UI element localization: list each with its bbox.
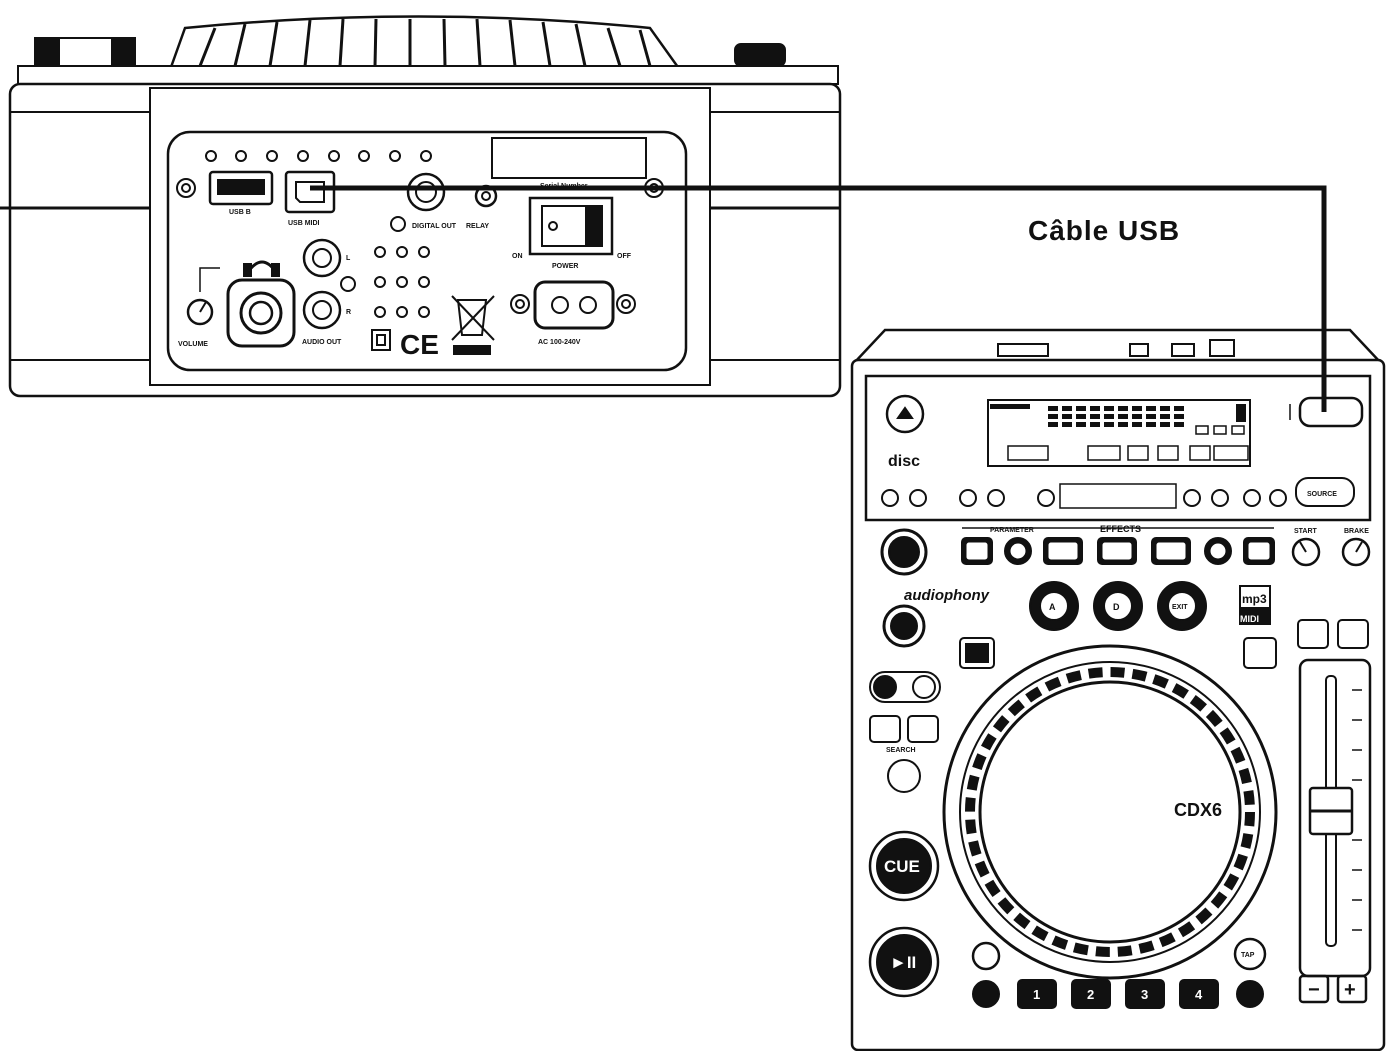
- front-panel-unit: [850, 328, 1386, 1051]
- left-channel-label: L: [346, 255, 351, 262]
- start-label: START: [1294, 528, 1318, 535]
- hotcue-2-label: 2: [1087, 987, 1094, 1002]
- off-label: OFF: [617, 253, 632, 260]
- usb-cable: [310, 185, 1327, 412]
- hotcue-1-label: 1: [1033, 987, 1040, 1002]
- right-channel-label: R: [346, 309, 351, 316]
- usb-midi-label: USB MIDI: [288, 220, 320, 227]
- knob-a-label: A: [1049, 602, 1056, 612]
- tap-label: TAP: [1241, 952, 1255, 959]
- pitch-plus-label: +: [1344, 979, 1356, 1001]
- search-label: SEARCH: [886, 747, 916, 754]
- effects-label: EFFECTS: [1100, 524, 1141, 534]
- front-panel-labels: disc audiophony CDX6 mp3 MIDI EFFECTS PA…: [884, 453, 1369, 1002]
- digital-out-label: DIGITAL OUT: [412, 223, 457, 230]
- hotcue-3-label: 3: [1141, 987, 1148, 1002]
- relay-label: RELAY: [466, 223, 489, 230]
- midi-badge: MIDI: [1240, 614, 1259, 624]
- knob-d-label: D: [1113, 602, 1120, 612]
- disc-logo: disc: [888, 453, 920, 470]
- mp3-badge: mp3: [1242, 592, 1267, 606]
- brake-label: BRAKE: [1344, 528, 1369, 535]
- ac-input-label: AC 100-240V: [538, 339, 581, 346]
- audio-out-label: AUDIO OUT: [302, 339, 342, 346]
- knob-exit-label: EXIT: [1172, 604, 1188, 611]
- pitch-minus-label: −: [1308, 979, 1320, 1001]
- brand-logo: audiophony: [904, 587, 990, 604]
- cue-button-label: CUE: [884, 857, 920, 876]
- volume-label: VOLUME: [178, 341, 208, 348]
- source-label: SOURCE: [1307, 491, 1337, 498]
- ce-mark: CE: [400, 329, 439, 360]
- hotcue-4-label: 4: [1195, 987, 1203, 1002]
- rear-panel-unit: [0, 15, 842, 398]
- parameter-label: PARAMETER: [990, 527, 1034, 534]
- on-label: ON: [512, 253, 523, 260]
- rear-panel-labels: USB B USB MIDI DIGITAL OUT RELAY Serial …: [178, 183, 632, 360]
- power-label: POWER: [552, 263, 578, 270]
- usb-b-label: USB B: [229, 209, 251, 216]
- model-name: CDX6: [1174, 800, 1222, 820]
- usb-cable-label: Câble USB: [1028, 215, 1180, 246]
- play-pause-button-label: ►II: [890, 953, 916, 972]
